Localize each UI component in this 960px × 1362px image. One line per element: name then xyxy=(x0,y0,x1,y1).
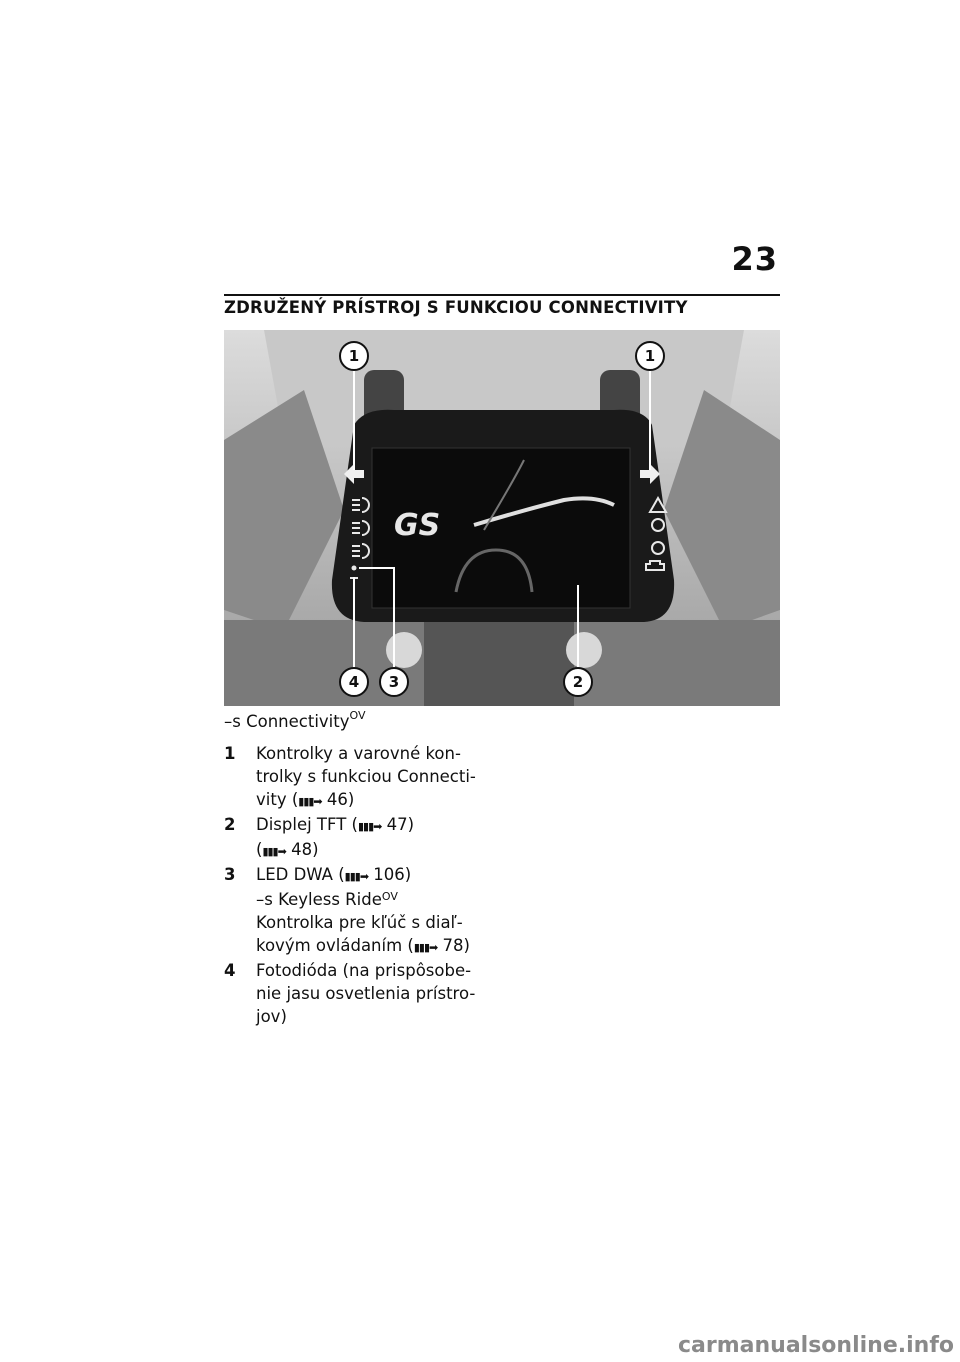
callout-badges: 1 1 2 3 4 xyxy=(339,341,665,697)
page-number: 23 xyxy=(731,240,778,278)
legend-line: jov) xyxy=(256,1007,287,1026)
instrument-cluster-illustration: GS 1 xyxy=(224,330,780,706)
legend-line: vity ( xyxy=(256,790,299,809)
left-bolt xyxy=(386,632,422,668)
page-ref-arrow-icon: ▮▮▮➡ xyxy=(344,870,369,883)
section-title: ZDRUŽENÝ PRÍSTROJ S FUNKCIOU CONNECTIVIT… xyxy=(224,298,688,317)
display-gauge-arc xyxy=(454,548,534,593)
legend-item: 2 Displej TFT (▮▮▮➡ 47) (▮▮▮➡ 48) xyxy=(224,813,494,863)
display-swoosh-2 xyxy=(483,459,525,531)
tft-display xyxy=(371,447,631,609)
legend-line: Kontrolky a varovné kon- xyxy=(256,744,461,763)
callout-1-left: 1 xyxy=(349,347,359,365)
variant-sup: OV xyxy=(349,709,366,722)
legend-item: 3 LED DWA (▮▮▮➡ 106) –s Keyless RideOV K… xyxy=(224,863,494,959)
page-ref-arrow-icon: ▮▮▮➡ xyxy=(413,941,438,954)
warning-triangle-icon xyxy=(648,495,668,513)
legend-line: Kontrolka pre kľúč s diaľ- xyxy=(256,913,463,932)
abs-icon xyxy=(651,518,665,532)
page-ref-arrow-icon: ▮▮▮➡ xyxy=(262,845,286,858)
page-ref-link[interactable]: 48) xyxy=(291,840,319,859)
legend-line: Fotodióda (na prispôsobe- xyxy=(256,961,472,980)
variant-sup: OV xyxy=(381,890,398,903)
page-ref-arrow-icon: ▮▮▮➡ xyxy=(298,795,322,808)
legend-number: 2 xyxy=(224,815,236,834)
page-ref-link[interactable]: 46) xyxy=(326,790,355,809)
legend-list: 1 Kontrolky a varovné kon- trolky s funk… xyxy=(224,742,494,1028)
fog-light-icon xyxy=(352,543,370,559)
variant-note: –s ConnectivityOV xyxy=(224,709,366,731)
legend-line: Displej TFT ( xyxy=(256,815,358,834)
legend-line: trolky s funkciou Connecti- xyxy=(256,767,476,786)
legend-number: 4 xyxy=(224,961,236,980)
instrument-cluster-figure: GS 1 xyxy=(224,330,780,706)
legend-item: 1 Kontrolky a varovné kon- trolky s funk… xyxy=(224,742,494,813)
callout-3: 3 xyxy=(389,673,399,691)
page-ref-link[interactable]: 106) xyxy=(373,865,412,884)
right-bolt xyxy=(566,632,602,668)
right-turn-arrow-icon xyxy=(640,464,660,484)
high-beam-icon xyxy=(352,520,370,536)
legend-line: kovým ovládaním ( xyxy=(256,936,414,955)
legend-line: nie jasu osvetlenia prístro- xyxy=(256,984,476,1003)
display-swoosh xyxy=(473,496,615,527)
low-beam-icon xyxy=(352,497,370,513)
steering-head xyxy=(424,620,574,706)
left-fairing xyxy=(224,390,344,630)
gs-logo: GS xyxy=(394,508,440,543)
legend-line: ( xyxy=(256,840,263,859)
callout-2: 2 xyxy=(573,673,583,691)
page-ref-link[interactable]: 47) xyxy=(386,815,415,834)
legend-line: LED DWA ( xyxy=(256,865,345,884)
callout-1-right: 1 xyxy=(645,347,655,365)
left-turn-arrow-icon xyxy=(344,464,364,484)
callout-4: 4 xyxy=(349,673,359,691)
engine-icon xyxy=(645,560,665,571)
callout-lines xyxy=(353,370,651,670)
header-rule xyxy=(224,294,780,296)
legend-number: 1 xyxy=(224,744,236,763)
traction-icon xyxy=(651,541,665,555)
legend-item: 4 Fotodióda (na prispôsobe- nie jasu osv… xyxy=(224,959,494,1028)
footer-watermark: carmanualsonline.info xyxy=(678,1333,954,1358)
legend-number: 3 xyxy=(224,865,236,884)
page-ref-link[interactable]: 78) xyxy=(442,936,470,955)
variant-prefix: –s Keyless Ride xyxy=(256,890,382,909)
page-ref-arrow-icon: ▮▮▮➡ xyxy=(357,820,382,833)
dwa-led-icon xyxy=(351,565,357,571)
right-fairing xyxy=(664,390,780,630)
variant-prefix: –s Connectivity xyxy=(224,712,350,731)
